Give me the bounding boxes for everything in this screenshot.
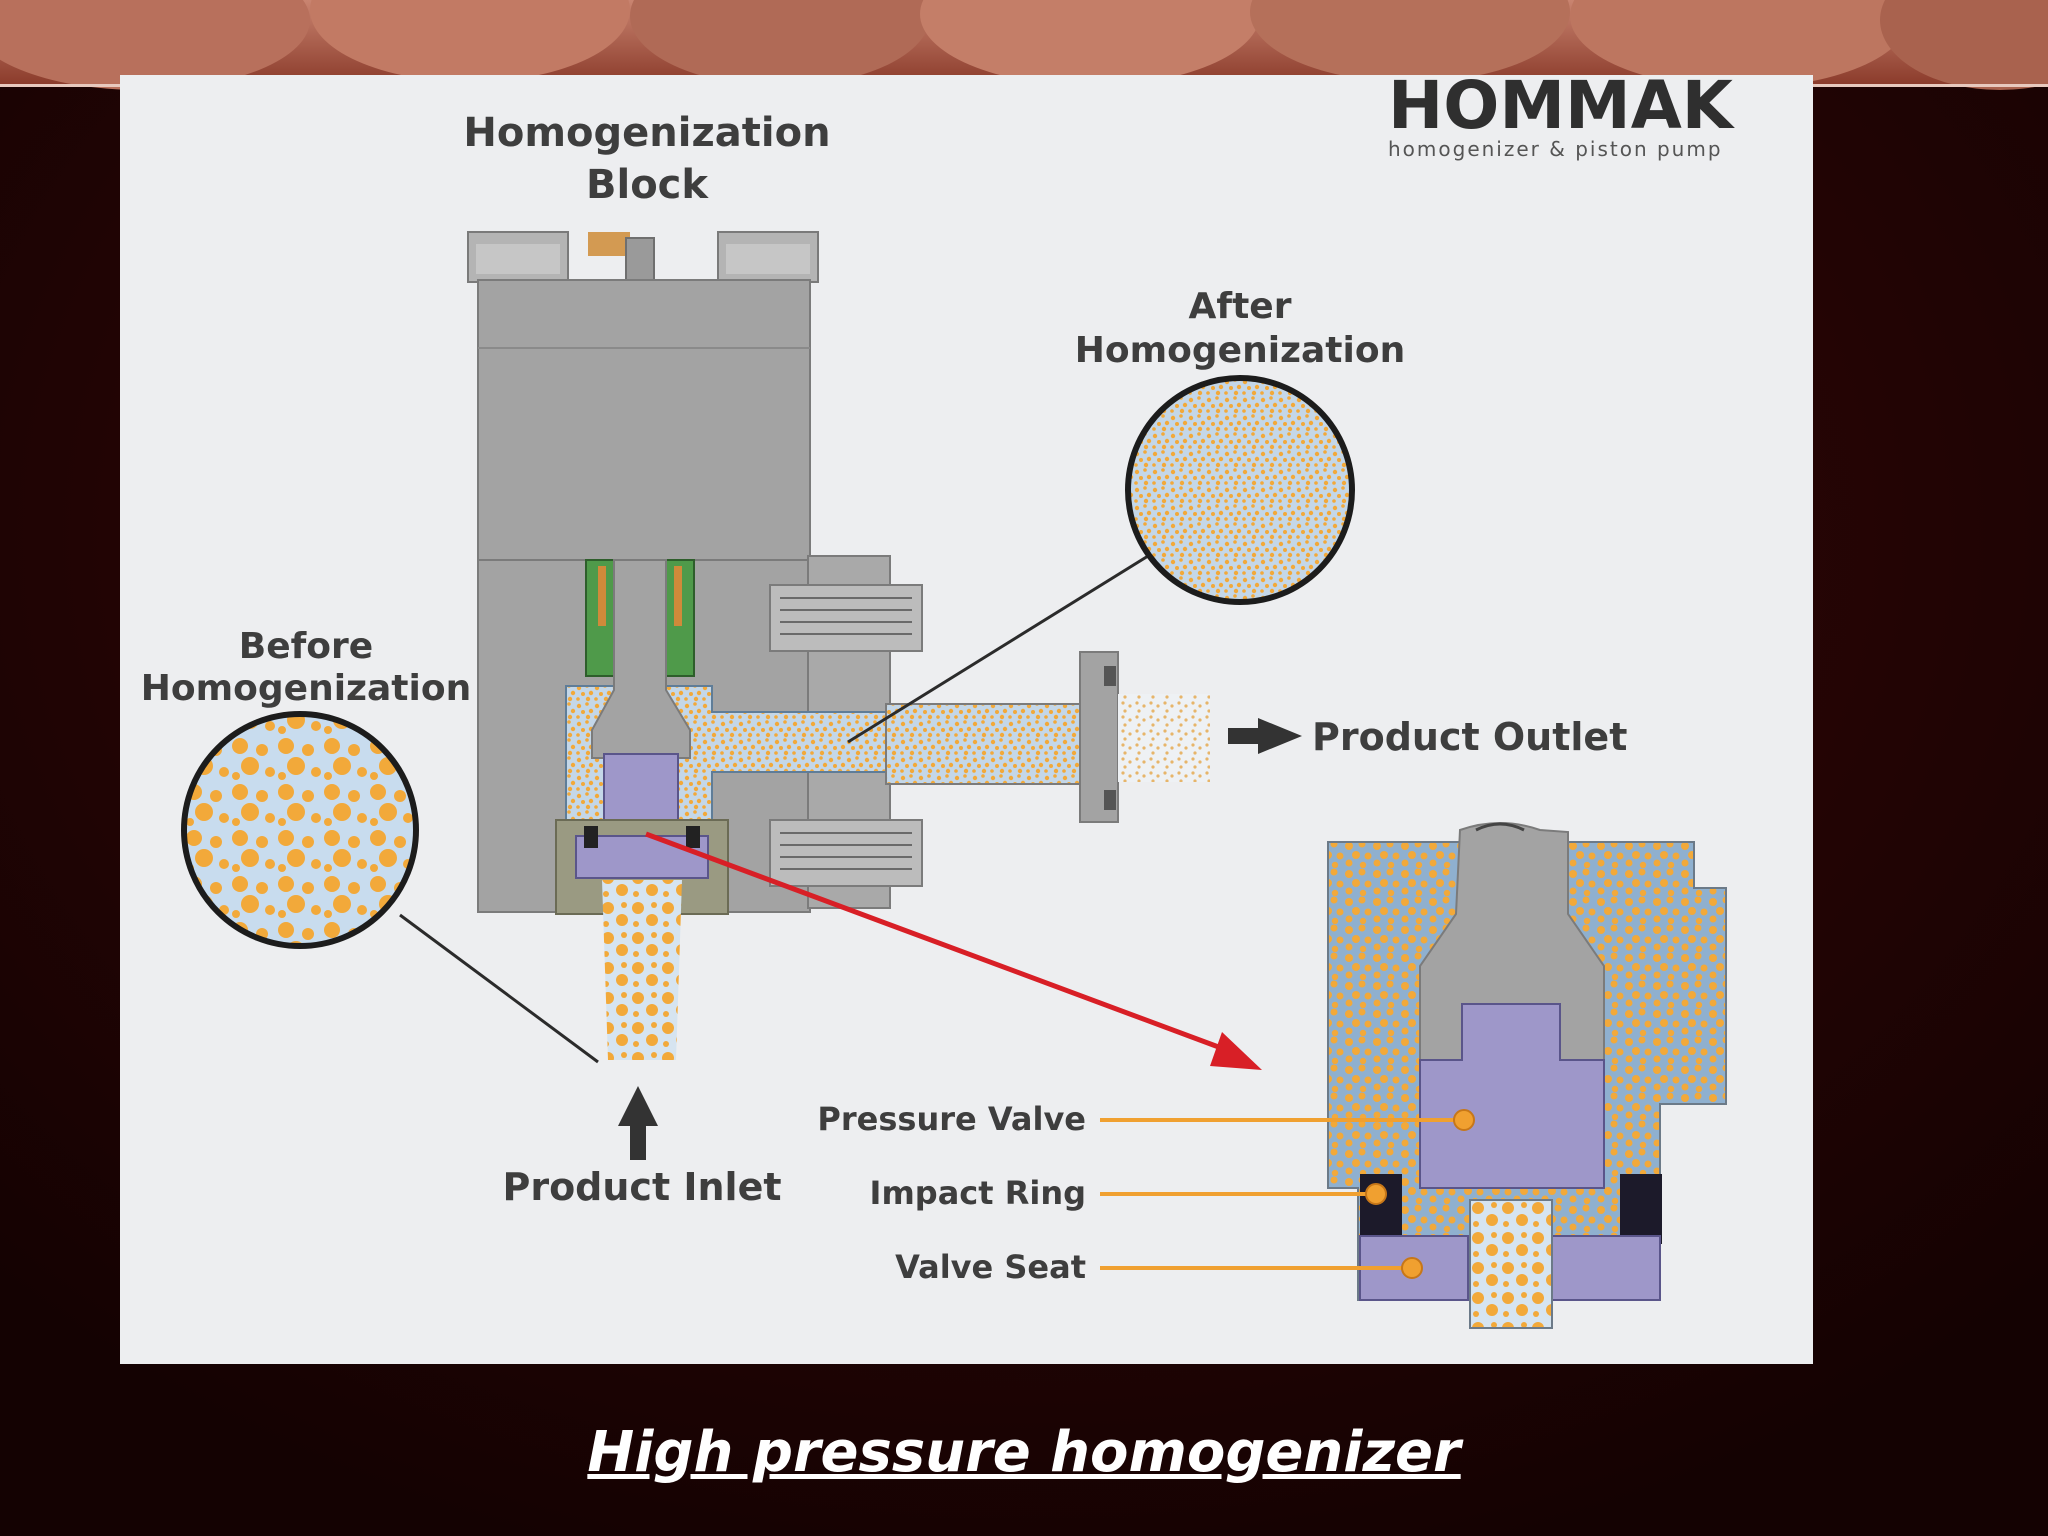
part-leaders xyxy=(1100,1118,1464,1270)
before-homogenization-magnifier xyxy=(181,711,599,1064)
slide-caption: High pressure homogenizer xyxy=(587,1420,1461,1485)
part-leader-dots xyxy=(1365,1109,1475,1279)
valve-detail-view xyxy=(1327,822,1727,1329)
block-title-line2: Block xyxy=(586,162,709,208)
before-label-line1: Before xyxy=(239,626,373,667)
homogenization-block xyxy=(467,231,1210,1060)
outlet-arrow-icon xyxy=(1228,718,1302,754)
pressure-valve-label: Pressure Valve xyxy=(817,1100,1086,1138)
inlet-arrow-icon xyxy=(618,1086,658,1160)
product-outlet-label: Product Outlet xyxy=(1312,715,1627,759)
brand-tagline: homogenizer & piston pump xyxy=(1388,137,1723,161)
after-homogenization-magnifier xyxy=(847,375,1355,744)
valve-seat-label: Valve Seat xyxy=(895,1248,1086,1286)
hommak-logo: HOMMAK homogenizer & piston pump xyxy=(1388,67,1736,161)
after-label-line1: After xyxy=(1189,286,1292,327)
block-title-line1: Homogenization xyxy=(463,110,830,156)
brand-name: HOMMAK xyxy=(1388,67,1736,144)
detail-pointer-arrow xyxy=(645,831,1262,1070)
top-texture-band xyxy=(0,0,2048,90)
product-inlet-label: Product Inlet xyxy=(502,1165,781,1209)
before-label-line2: Homogenization xyxy=(141,668,471,709)
after-label-line2: Homogenization xyxy=(1075,330,1405,371)
impact-ring-label: Impact Ring xyxy=(870,1174,1086,1212)
